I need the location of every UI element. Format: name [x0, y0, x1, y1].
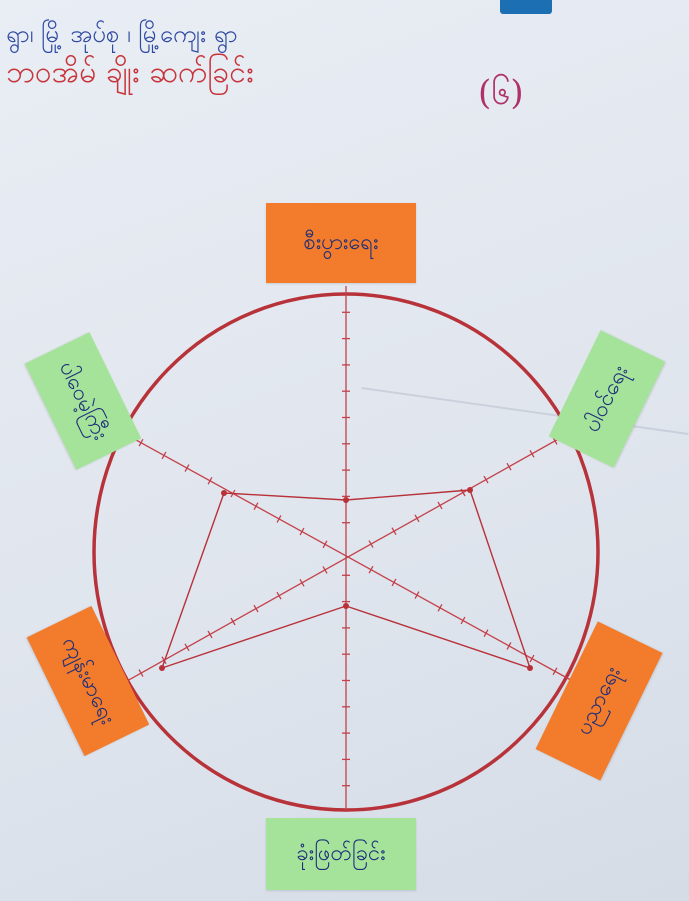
header-title-line: ဘဝအိမ် ချိုး ဆက်ခြင်း [6, 55, 254, 90]
assessment-point [343, 603, 349, 609]
spoke-tick [299, 527, 305, 536]
card-upper-right-label: ပါဝင်ရေး [579, 361, 633, 436]
card-upper-left-label: ပါဝေမဲ့ကြီး [54, 357, 114, 444]
spoke-tick [391, 578, 397, 587]
spoke-tick [276, 515, 282, 523]
spoke-tick [276, 591, 282, 600]
spoke-diagonal-up [117, 427, 579, 687]
blue-tape [500, 0, 552, 14]
card-top-label: စီးပွားရေး [303, 229, 379, 255]
spoke-tick [230, 617, 236, 626]
spoke-tick [552, 667, 558, 676]
spoke-tick [184, 643, 190, 652]
spoke-tick [161, 451, 167, 460]
spoke-tick [460, 616, 466, 625]
card-bottom: ခုံးဖြတ်ခြင်း [266, 818, 416, 890]
spoke-tick [483, 629, 489, 638]
spoke-tick [368, 565, 374, 574]
spoke-tick [299, 578, 305, 587]
spoke-tick [437, 603, 443, 612]
spoke-tick [506, 462, 512, 471]
spoke-tick [483, 475, 489, 484]
assessment-point [221, 490, 227, 496]
assessment-point [527, 665, 533, 671]
spoke-tick [414, 591, 420, 599]
spoke-tick [207, 630, 213, 639]
spoke-tick [322, 566, 328, 574]
spoke-tick [437, 501, 443, 510]
spoke-tick [322, 540, 328, 549]
wheel-spokes [117, 286, 579, 812]
spoke-tick [207, 476, 213, 485]
assessment-point [467, 487, 473, 493]
page-number: (၆) [478, 73, 524, 113]
spoke-tick [368, 540, 374, 548]
assessment-points [159, 487, 533, 671]
spoke-tick [253, 604, 259, 613]
spoke-tick [161, 656, 167, 665]
spoke-tick [506, 642, 512, 650]
card-top: စီးပွားရေး [266, 203, 416, 283]
spoke-tick [414, 514, 420, 523]
spoke-ticks [138, 311, 558, 787]
card-bottom-label: ခုံးဖြတ်ခြင်း [296, 840, 386, 866]
card-lower-right-label: ပညာရေး [570, 662, 626, 739]
assessment-point [343, 497, 349, 503]
header-location-line: ရွာ၊ မြို့ အုပ်စု ၊ မြို့ကျေး ရွာ [6, 20, 238, 48]
spoke-tick [253, 502, 259, 511]
spoke-tick [391, 527, 397, 536]
spoke-tick [138, 669, 144, 677]
spoke-tick [184, 464, 190, 472]
spoke-tick [138, 438, 144, 447]
assessment-point [159, 665, 165, 671]
spoke-tick [529, 654, 535, 663]
spoke-tick [529, 449, 535, 458]
